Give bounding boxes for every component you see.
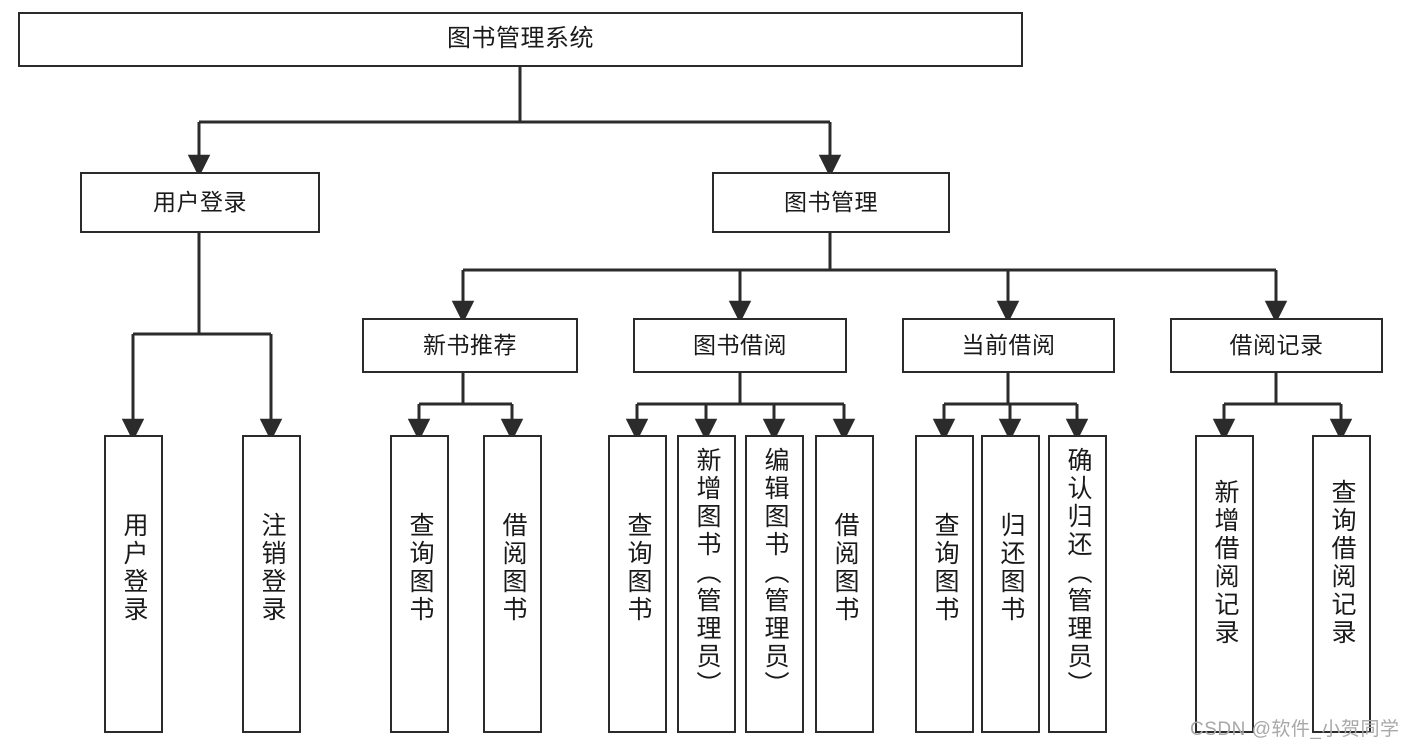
node-leaf-query-book-2-label: 查询图书 [624,512,652,624]
node-leaf-confirm-return[interactable]: 确认归还（管理员） [1048,435,1107,733]
node-leaf-edit-book-label: 编辑图书（管理员） [761,447,789,699]
node-borrow-record-label: 借阅记录 [1229,331,1324,358]
node-leaf-add-record[interactable]: 新增借阅记录 [1195,435,1254,733]
node-leaf-logout[interactable]: 注销登录 [242,435,301,733]
node-book-manage-label: 图书管理 [784,188,878,215]
node-leaf-return-book[interactable]: 归还图书 [981,435,1040,733]
node-root[interactable]: 图书管理系统 [18,12,1023,67]
node-leaf-query-book-3-label: 查询图书 [931,512,959,624]
node-user-login[interactable]: 用户登录 [80,172,320,233]
node-leaf-borrow-book-2-label: 借阅图书 [831,512,859,624]
node-book-manage[interactable]: 图书管理 [712,172,950,233]
node-root-label: 图书管理系统 [447,25,594,53]
node-leaf-query-book-1-label: 查询图书 [406,512,434,624]
node-leaf-query-record[interactable]: 查询借阅记录 [1312,435,1371,733]
node-user-login-label: 用户登录 [153,188,247,215]
node-borrow-record[interactable]: 借阅记录 [1170,318,1383,373]
node-leaf-query-book-2[interactable]: 查询图书 [608,435,667,733]
node-leaf-user-login-label: 用户登录 [120,512,148,624]
node-leaf-return-book-label: 归还图书 [997,512,1025,624]
node-leaf-add-record-label: 新增借阅记录 [1211,479,1239,647]
node-leaf-borrow-book-1-label: 借阅图书 [499,512,527,624]
node-leaf-add-book-label: 新增图书（管理员） [693,447,721,699]
node-leaf-query-record-label: 查询借阅记录 [1328,479,1356,647]
node-leaf-query-book-1[interactable]: 查询图书 [390,435,449,733]
node-leaf-add-book[interactable]: 新增图书（管理员） [677,435,736,733]
node-leaf-logout-label: 注销登录 [258,512,286,624]
node-book-borrow[interactable]: 图书借阅 [633,318,847,373]
node-leaf-confirm-return-label: 确认归还（管理员） [1064,447,1092,699]
node-leaf-user-login[interactable]: 用户登录 [104,435,163,733]
node-leaf-borrow-book-1[interactable]: 借阅图书 [483,435,542,733]
node-new-book-rec-label: 新书推荐 [423,331,517,358]
node-leaf-borrow-book-2[interactable]: 借阅图书 [815,435,874,733]
node-leaf-edit-book[interactable]: 编辑图书（管理员） [745,435,804,733]
csdn-watermark: CSDN @软件_小贺同学 [1190,719,1400,740]
node-current-borrow-label: 当前借阅 [961,331,1056,358]
node-book-borrow-label: 图书借阅 [693,331,787,358]
node-leaf-query-book-3[interactable]: 查询图书 [915,435,974,733]
node-new-book-rec[interactable]: 新书推荐 [362,318,578,373]
node-current-borrow[interactable]: 当前借阅 [902,318,1115,373]
